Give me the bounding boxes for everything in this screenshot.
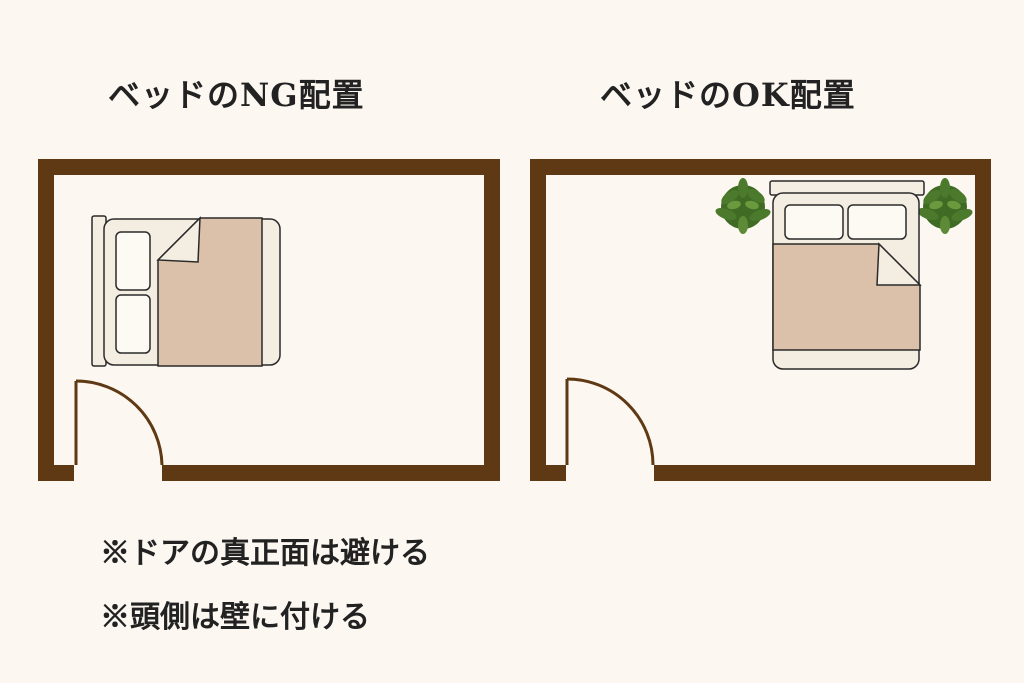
ok-room-walls	[530, 159, 991, 481]
ok-room	[530, 159, 991, 481]
ok-plant-left-icon	[715, 178, 771, 234]
ng-room-walls	[38, 159, 500, 481]
ok-door-icon	[565, 377, 655, 466]
ok-layout-title: ベッドのOK配置	[600, 76, 856, 114]
ok-plant-right-icon	[917, 178, 973, 234]
ok-bed-icon	[769, 180, 925, 370]
ng-room	[38, 159, 500, 481]
note-head-to-wall: ※頭側は壁に付ける	[100, 600, 370, 635]
ng-bed-icon	[91, 215, 281, 367]
ng-layout-title: ベッドのNG配置	[108, 76, 365, 114]
ng-door-icon	[74, 379, 164, 466]
note-avoid-door-front: ※ドアの真正面は避ける	[100, 536, 430, 571]
